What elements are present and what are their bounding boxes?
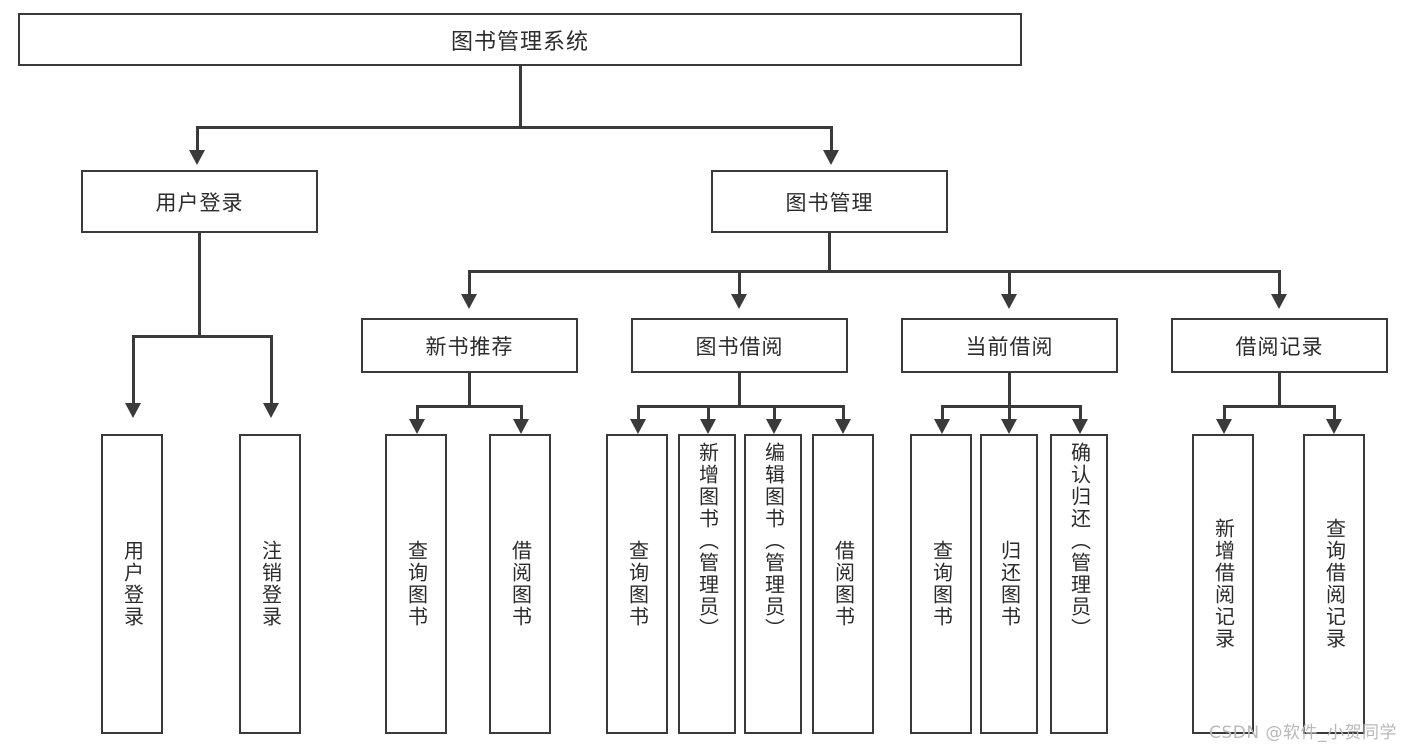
arrow-leaf-user-login <box>125 403 141 418</box>
node-current-borrow[interactable]: 当前借阅 <box>901 318 1118 373</box>
leaf-add-book[interactable]: 新增图书（管理员） <box>678 434 736 734</box>
connector-borrow-record-stem <box>1278 373 1281 405</box>
node-user-login[interactable]: 用户登录 <box>81 170 318 233</box>
leaf-confirm-return[interactable]: 确认归还（管理员） <box>1050 434 1108 734</box>
arrow-borrow-book-2 <box>835 419 851 434</box>
connector-book-management-stem <box>828 233 831 270</box>
leaf-user-login[interactable]: 用户登录 <box>101 434 163 734</box>
leaf-add-record[interactable]: 新增借阅记录 <box>1192 434 1254 734</box>
node-new-book-recommend[interactable]: 新书推荐 <box>361 318 578 373</box>
leaf-logout[interactable]: 注销登录 <box>239 434 301 734</box>
node-book-borrow[interactable]: 图书借阅 <box>631 318 848 373</box>
connector-root-bus <box>197 126 832 129</box>
connector-book-borrow-bus <box>638 405 844 408</box>
arrow-new-book-recommend <box>461 294 477 309</box>
node-label: 图书管理 <box>785 190 874 215</box>
node-borrow-record[interactable]: 借阅记录 <box>1171 318 1388 373</box>
leaf-query-book-1[interactable]: 查询图书 <box>385 434 447 734</box>
arrow-add-book <box>700 419 716 434</box>
connector-drop-edit-book <box>773 405 776 421</box>
connector-drop-confirm-return <box>1079 405 1082 421</box>
arrow-book-management <box>823 150 839 165</box>
connector-drop-add-record <box>1223 405 1226 421</box>
leaf-return-book[interactable]: 归还图书 <box>980 434 1038 734</box>
connector-root-stem <box>519 66 522 126</box>
node-label: 借阅记录 <box>1235 334 1324 359</box>
leaf-query-book-3[interactable]: 查询图书 <box>910 434 972 734</box>
leaf-borrow-book-2[interactable]: 借阅图书 <box>812 434 874 734</box>
connector-borrow-record-bus <box>1224 405 1335 408</box>
connector-book-management-bus <box>469 270 1281 273</box>
connector-drop-user-login <box>196 126 199 152</box>
connector-drop-leaf-logout <box>270 335 273 405</box>
node-root-system[interactable]: 图书管理系统 <box>18 13 1022 66</box>
node-label: 查询图书 <box>404 540 429 628</box>
connector-user-login-bus <box>133 335 272 338</box>
arrow-borrow-book-1 <box>513 419 529 434</box>
arrow-edit-book <box>766 419 782 434</box>
node-label: 查询图书 <box>625 540 650 628</box>
node-label: 图书借阅 <box>695 334 784 359</box>
connector-current-borrow-stem <box>1008 373 1011 405</box>
node-label: 借阅图书 <box>831 540 856 628</box>
connector-drop-borrow-record <box>1278 270 1281 296</box>
connector-drop-query-book-3 <box>941 405 944 421</box>
connector-drop-return-book <box>1008 405 1011 421</box>
node-label: 新增图书（管理员） <box>695 442 720 640</box>
arrow-leaf-logout <box>263 403 279 418</box>
leaf-query-book-2[interactable]: 查询图书 <box>606 434 668 734</box>
connector-drop-borrow-book-2 <box>842 405 845 421</box>
connector-drop-add-book <box>707 405 710 421</box>
arrow-query-book-1 <box>409 419 425 434</box>
connector-drop-book-borrow <box>738 270 741 296</box>
arrow-query-book-3 <box>934 419 950 434</box>
connector-new-book-recommend-bus <box>417 405 522 408</box>
node-book-management[interactable]: 图书管理 <box>711 170 948 233</box>
node-label: 当前借阅 <box>965 334 1054 359</box>
node-label: 归还图书 <box>997 540 1022 628</box>
connector-user-login-stem <box>198 233 201 335</box>
node-label: 查询图书 <box>929 540 954 628</box>
arrow-user-login <box>189 150 205 165</box>
node-label: 查询借阅记录 <box>1322 518 1347 650</box>
connector-drop-current-borrow <box>1008 270 1011 296</box>
arrow-current-borrow <box>1001 294 1017 309</box>
connector-drop-new-book-recommend <box>468 270 471 296</box>
connector-current-borrow-bus <box>942 405 1081 408</box>
node-label: 编辑图书（管理员） <box>761 442 786 640</box>
node-label: 借阅图书 <box>508 540 533 628</box>
connector-drop-query-book-1 <box>416 405 419 421</box>
connector-drop-leaf-user-login <box>132 335 135 405</box>
connector-drop-query-record <box>1333 405 1336 421</box>
arrow-query-book-2 <box>630 419 646 434</box>
connector-book-borrow-stem <box>738 373 741 405</box>
arrow-return-book <box>1001 419 1017 434</box>
arrow-query-record <box>1326 419 1342 434</box>
leaf-edit-book[interactable]: 编辑图书（管理员） <box>744 434 802 734</box>
arrow-borrow-record <box>1271 294 1287 309</box>
connector-drop-borrow-book-1 <box>520 405 523 421</box>
node-label: 用户登录 <box>155 190 244 215</box>
arrow-confirm-return <box>1072 419 1088 434</box>
leaf-query-record[interactable]: 查询借阅记录 <box>1303 434 1365 734</box>
connector-drop-query-book-2 <box>637 405 640 421</box>
connector-drop-book-management <box>830 126 833 152</box>
node-label: 注销登录 <box>258 540 283 628</box>
arrow-book-borrow <box>731 294 747 309</box>
node-label: 图书管理系统 <box>450 29 589 55</box>
connector-new-book-recommend-stem <box>468 373 471 405</box>
node-label: 确认归还（管理员） <box>1067 442 1092 640</box>
arrow-add-record <box>1216 419 1232 434</box>
leaf-borrow-book-1[interactable]: 借阅图书 <box>489 434 551 734</box>
node-label: 新书推荐 <box>425 334 514 359</box>
node-label: 新增借阅记录 <box>1211 518 1236 650</box>
node-label: 用户登录 <box>120 540 145 628</box>
